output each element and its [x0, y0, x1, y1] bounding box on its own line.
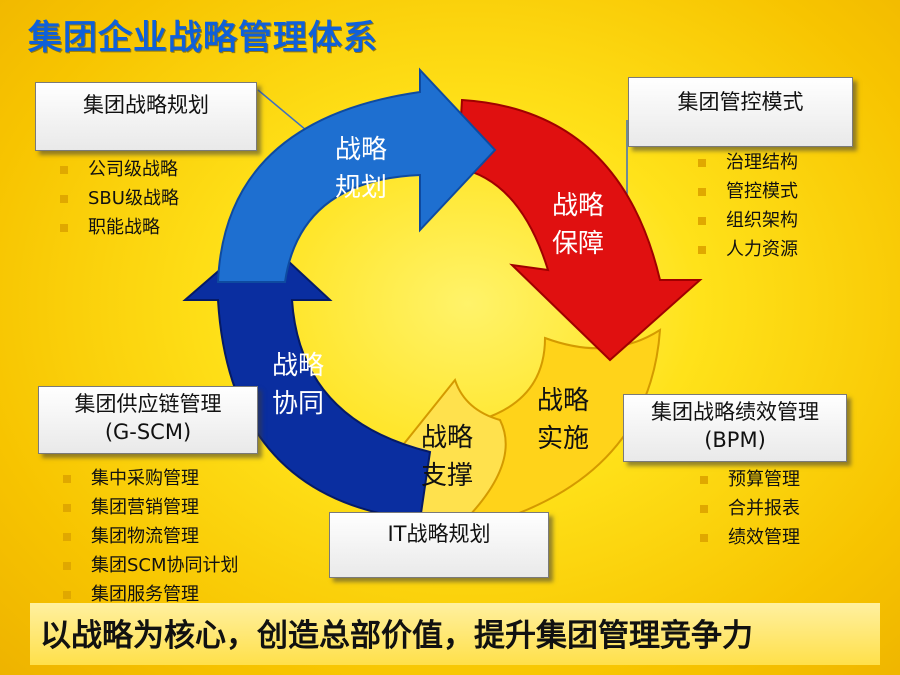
- assurance-arrow-segment: [456, 98, 703, 362]
- implementation-label-line2: 实施: [536, 423, 589, 454]
- list-item: 集团营销管理: [55, 493, 239, 522]
- planning-label-line2: 规划: [334, 172, 387, 203]
- performance-box: 集团战略绩效管理 (BPM): [623, 394, 847, 462]
- list-item: 人力资源: [690, 235, 798, 264]
- control-model-list: 治理结构 管控模式 组织架构 人力资源: [690, 148, 798, 264]
- collaboration-label-line1: 战略: [271, 351, 324, 381]
- strategy-planning-box-title: 集团战略规划: [83, 93, 209, 117]
- it-planning-box: IT战略规划: [329, 512, 549, 578]
- list-item: SBU级战略: [52, 184, 179, 213]
- planning-arrow-segment: [216, 67, 497, 283]
- control-model-box: 集团管控模式: [628, 77, 853, 147]
- strategy-planning-box: 集团战略规划: [35, 82, 257, 151]
- performance-box-subtitle: (BPM): [704, 428, 766, 452]
- performance-list: 预算管理 合并报表 绩效管理: [692, 465, 800, 552]
- assurance-label: 战略 保障: [543, 188, 613, 263]
- support-label-line1: 战略: [420, 423, 473, 453]
- bottom-banner-text: 以战略为核心，创造总部价值，提升集团管理竞争力: [40, 618, 753, 654]
- supply-chain-box-subtitle: (G-SCM): [104, 420, 192, 444]
- list-item: 集团SCM协同计划: [55, 551, 239, 580]
- list-item: 合并报表: [692, 494, 800, 523]
- it-planning-box-title: IT战略规划: [387, 522, 491, 546]
- page-title: 集团企业战略管理体系: [28, 18, 378, 58]
- implementation-label: 战略 实施: [528, 383, 598, 458]
- implementation-label-line1: 战略: [536, 386, 589, 416]
- bottom-banner: [30, 603, 880, 665]
- list-item: 集团服务管理: [55, 580, 239, 609]
- list-item: 治理结构: [690, 148, 798, 177]
- assurance-label-line1: 战略: [551, 191, 604, 221]
- planning-label: 战略 规划: [326, 132, 396, 207]
- assurance-label-line2: 保障: [551, 228, 604, 259]
- collaboration-label: 战略 协同: [263, 348, 333, 423]
- list-item: 绩效管理: [692, 523, 800, 552]
- list-item: 管控模式: [690, 177, 798, 206]
- list-item: 职能战略: [52, 213, 179, 242]
- supply-chain-box: 集团供应链管理 (G-SCM): [38, 386, 258, 454]
- planning-label-line1: 战略: [334, 135, 387, 165]
- collaboration-label-line2: 协同: [271, 388, 324, 419]
- strategy-planning-list: 公司级战略 SBU级战略 职能战略: [52, 155, 179, 242]
- list-item: 集团物流管理: [55, 522, 239, 551]
- support-label-line2: 支撑: [420, 460, 473, 491]
- list-item: 集中采购管理: [55, 464, 239, 493]
- support-label: 战略 支撑: [412, 420, 482, 495]
- list-item: 组织架构: [690, 206, 798, 235]
- supply-chain-list: 集中采购管理 集团营销管理 集团物流管理 集团SCM协同计划 集团服务管理: [55, 464, 239, 609]
- control-model-box-title: 集团管控模式: [677, 90, 804, 114]
- supply-chain-box-title: 集团供应链管理: [74, 392, 222, 416]
- list-item: 预算管理: [692, 465, 800, 494]
- list-item: 公司级战略: [52, 155, 179, 184]
- performance-box-title: 集团战略绩效管理: [651, 400, 819, 424]
